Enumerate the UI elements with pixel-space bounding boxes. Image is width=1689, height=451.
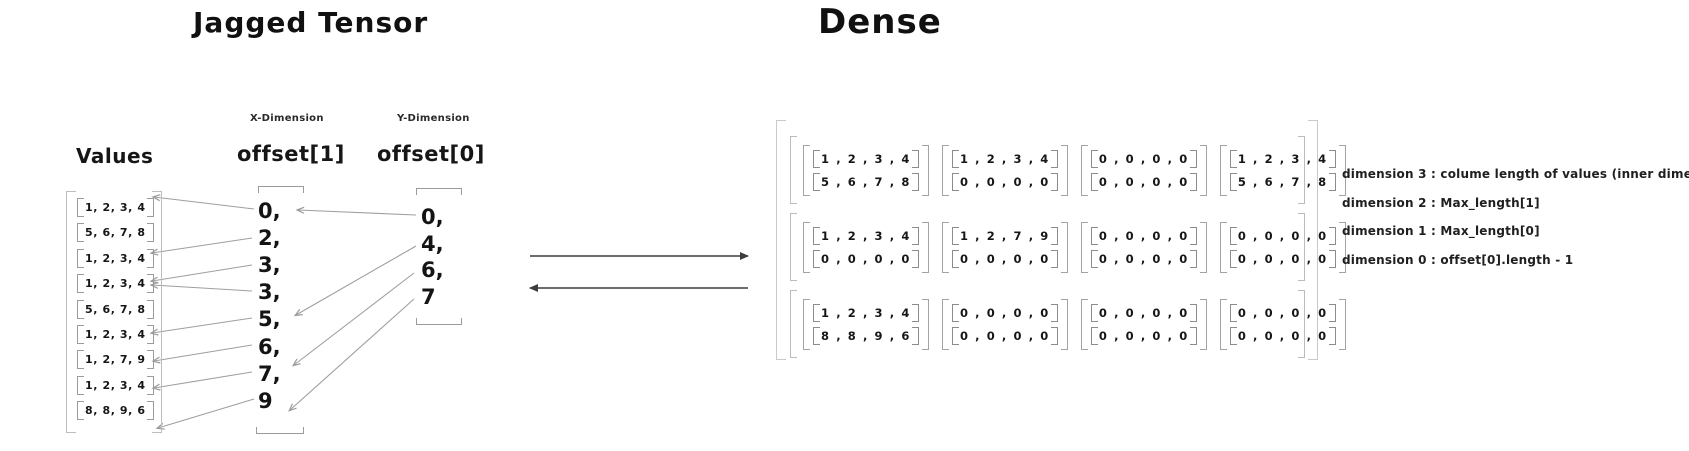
dense-vector: 0 , 0 , 0 , 0 [951,303,1058,322]
mapping-arrow [149,264,253,284]
dense-vector: 0 , 0 , 0 , 0 [1229,326,1336,345]
dense-matrix: 1 , 2 , 3 , 4 0 , 0 , 0 , 0 [803,221,929,273]
y-dimension-label: Y-Dimension [397,113,470,124]
values-row: 1, 2, 3, 4 [77,274,154,294]
dense-matrix: 1 , 2 , 7 , 9 0 , 0 , 0 , 0 [941,221,1068,273]
values-label: Values [76,144,154,168]
dense-vector: 0 , 0 , 0 , 0 [1229,249,1336,268]
dense-vector: 0 , 0 , 0 , 0 [1090,149,1197,168]
dimension-annotation: dimension 2 : Max_length[1] [1342,195,1540,210]
dimension-annotation: dimension 3 : colume length of values (i… [1342,167,1689,181]
dense-title: Dense [818,2,942,42]
dense-vector: 8 , 8 , 9 , 6 [813,326,919,345]
dimension-annotation: dimension 1 : Max_length[0] [1342,224,1540,238]
x-dimension-label: X-Dimension [250,113,324,124]
dense-vector: 0 , 0 , 0 , 0 [951,249,1058,268]
mapping-arrow [149,237,253,256]
mapping-arrow [151,344,253,364]
dense-matrix: 1 , 2 , 3 , 4 5 , 6 , 7 , 8 [803,144,929,196]
values-row: 5, 6, 7, 8 [77,299,154,319]
dimension-annotations: dimension 3 : colume length of values (i… [1342,160,1689,274]
offset0-label: offset[0] [377,142,485,166]
dense-vector: 1 , 2 , 7 , 9 [951,226,1058,245]
mapping-arrow [149,281,253,292]
dimension-annotation: dimension 0 : offset[0].length - 1 [1342,252,1574,267]
offset1-value: 2, [258,226,281,251]
dense-vector: 0 , 0 , 0 , 0 [1090,326,1197,345]
offset1-label: offset[1] [237,142,345,166]
offset0-value: 0, [421,205,444,229]
mapping-arrow [288,298,415,412]
dense-vector: 1 , 2 , 3 , 4 [813,226,919,245]
dense-vector: 1 , 2 , 3 , 4 [951,149,1058,168]
jagged-tensor-title: Jagged Tensor [193,6,429,39]
offset0-bottom-bracket [416,318,462,325]
dense-vector: 0 , 0 , 0 , 0 [1229,303,1336,322]
offset0-value: 4, [421,231,444,256]
dense-vector: 0 , 0 , 0 , 0 [951,172,1058,191]
values-row: 1, 2, 3, 4 [77,375,154,395]
dense-row-bracket: 1 , 2 , 3 , 4 5 , 6 , 7 , 8 1 , 2 , 3 , 4 0… [790,136,1346,204]
dense-matrix: 0 , 0 , 0 , 0 0 , 0 , 0 , 0 [1219,221,1346,273]
values-row: 8, 8, 9, 6 [77,401,154,421]
values-array-bracket: 1, 2, 3, 4 5, 6, 7, 8 1, 2, 3, 4 1, 2, 3, 4… [66,191,162,433]
dense-matrix: 0 , 0 , 0 , 0 0 , 0 , 0 , 0 [1080,221,1207,273]
offset1-value: 3, [258,280,281,305]
offset1-value: 9 [258,388,273,413]
offset1-value: 0, [258,199,281,223]
dense-vector: 1 , 2 , 3 , 4 [813,149,919,168]
dense-vector: 0 , 0 , 0 , 0 [1090,249,1197,268]
mapping-arrow [149,317,253,336]
offset0-value: 7 [421,284,436,309]
mapping-arrow [151,371,253,391]
mapping-arrow [151,194,255,210]
dense-row-bracket: 1 , 2 , 3 , 4 0 , 0 , 0 , 0 1 , 2 , 7 , 9 0… [790,213,1346,281]
dense-vector: 1 , 2 , 3 , 4 [813,303,919,322]
values-row: 1, 2, 3, 4 [77,198,154,217]
offset1-top-bracket [258,186,304,193]
values-row: 5, 6, 7, 8 [77,223,154,243]
offset1-value: 3, [258,253,281,278]
dense-vector: 0 , 0 , 0 , 0 [813,249,919,268]
dense-matrix: 0 , 0 , 0 , 0 0 , 0 , 0 , 0 [1219,298,1346,350]
dense-vector: 5 , 6 , 7 , 8 [1229,172,1336,191]
dense-matrix: 0 , 0 , 0 , 0 0 , 0 , 0 , 0 [941,298,1068,350]
dense-matrix: 1 , 2 , 3 , 4 5 , 6 , 7 , 8 [1219,144,1346,196]
dense-matrix: 0 , 0 , 0 , 0 0 , 0 , 0 , 0 [1080,298,1207,350]
dense-vector: 1 , 2 , 3 , 4 [1229,149,1336,168]
dense-vector: 0 , 0 , 0 , 0 [1090,172,1197,191]
values-row: 1, 2, 3, 4 [77,325,154,344]
mapping-arrow [155,398,255,430]
dense-vector: 5 , 6 , 7 , 8 [813,172,919,191]
dense-tensor-outer-bracket: 1 , 2 , 3 , 4 5 , 6 , 7 , 8 1 , 2 , 3 , 4 0… [776,120,1346,360]
values-row: 1, 2, 7, 9 [77,350,154,370]
dense-matrix: 1 , 2 , 3 , 4 8 , 8 , 9 , 6 [803,298,929,350]
dense-vector: 0 , 0 , 0 , 0 [951,326,1058,345]
dense-matrix: 1 , 2 , 3 , 4 0 , 0 , 0 , 0 [941,144,1068,196]
dense-matrix: 0 , 0 , 0 , 0 0 , 0 , 0 , 0 [1080,144,1207,196]
mapping-arrow [291,272,415,367]
mapping-arrow [293,245,417,317]
offset0-value: 6, [421,258,444,282]
offset0-top-bracket [416,188,462,195]
mapping-arrow [295,206,417,216]
values-row: 1, 2, 3, 4 [77,248,154,268]
offset1-value: 7, [258,361,281,386]
offset1-value: 5, [258,307,281,332]
offset1-bottom-bracket [256,427,304,434]
dense-vector: 0 , 0 , 0 , 0 [1090,226,1197,245]
dense-vector: 0 , 0 , 0 , 0 [1090,303,1197,322]
offset1-value: 6, [258,334,281,359]
dense-vector: 0 , 0 , 0 , 0 [1229,226,1336,245]
